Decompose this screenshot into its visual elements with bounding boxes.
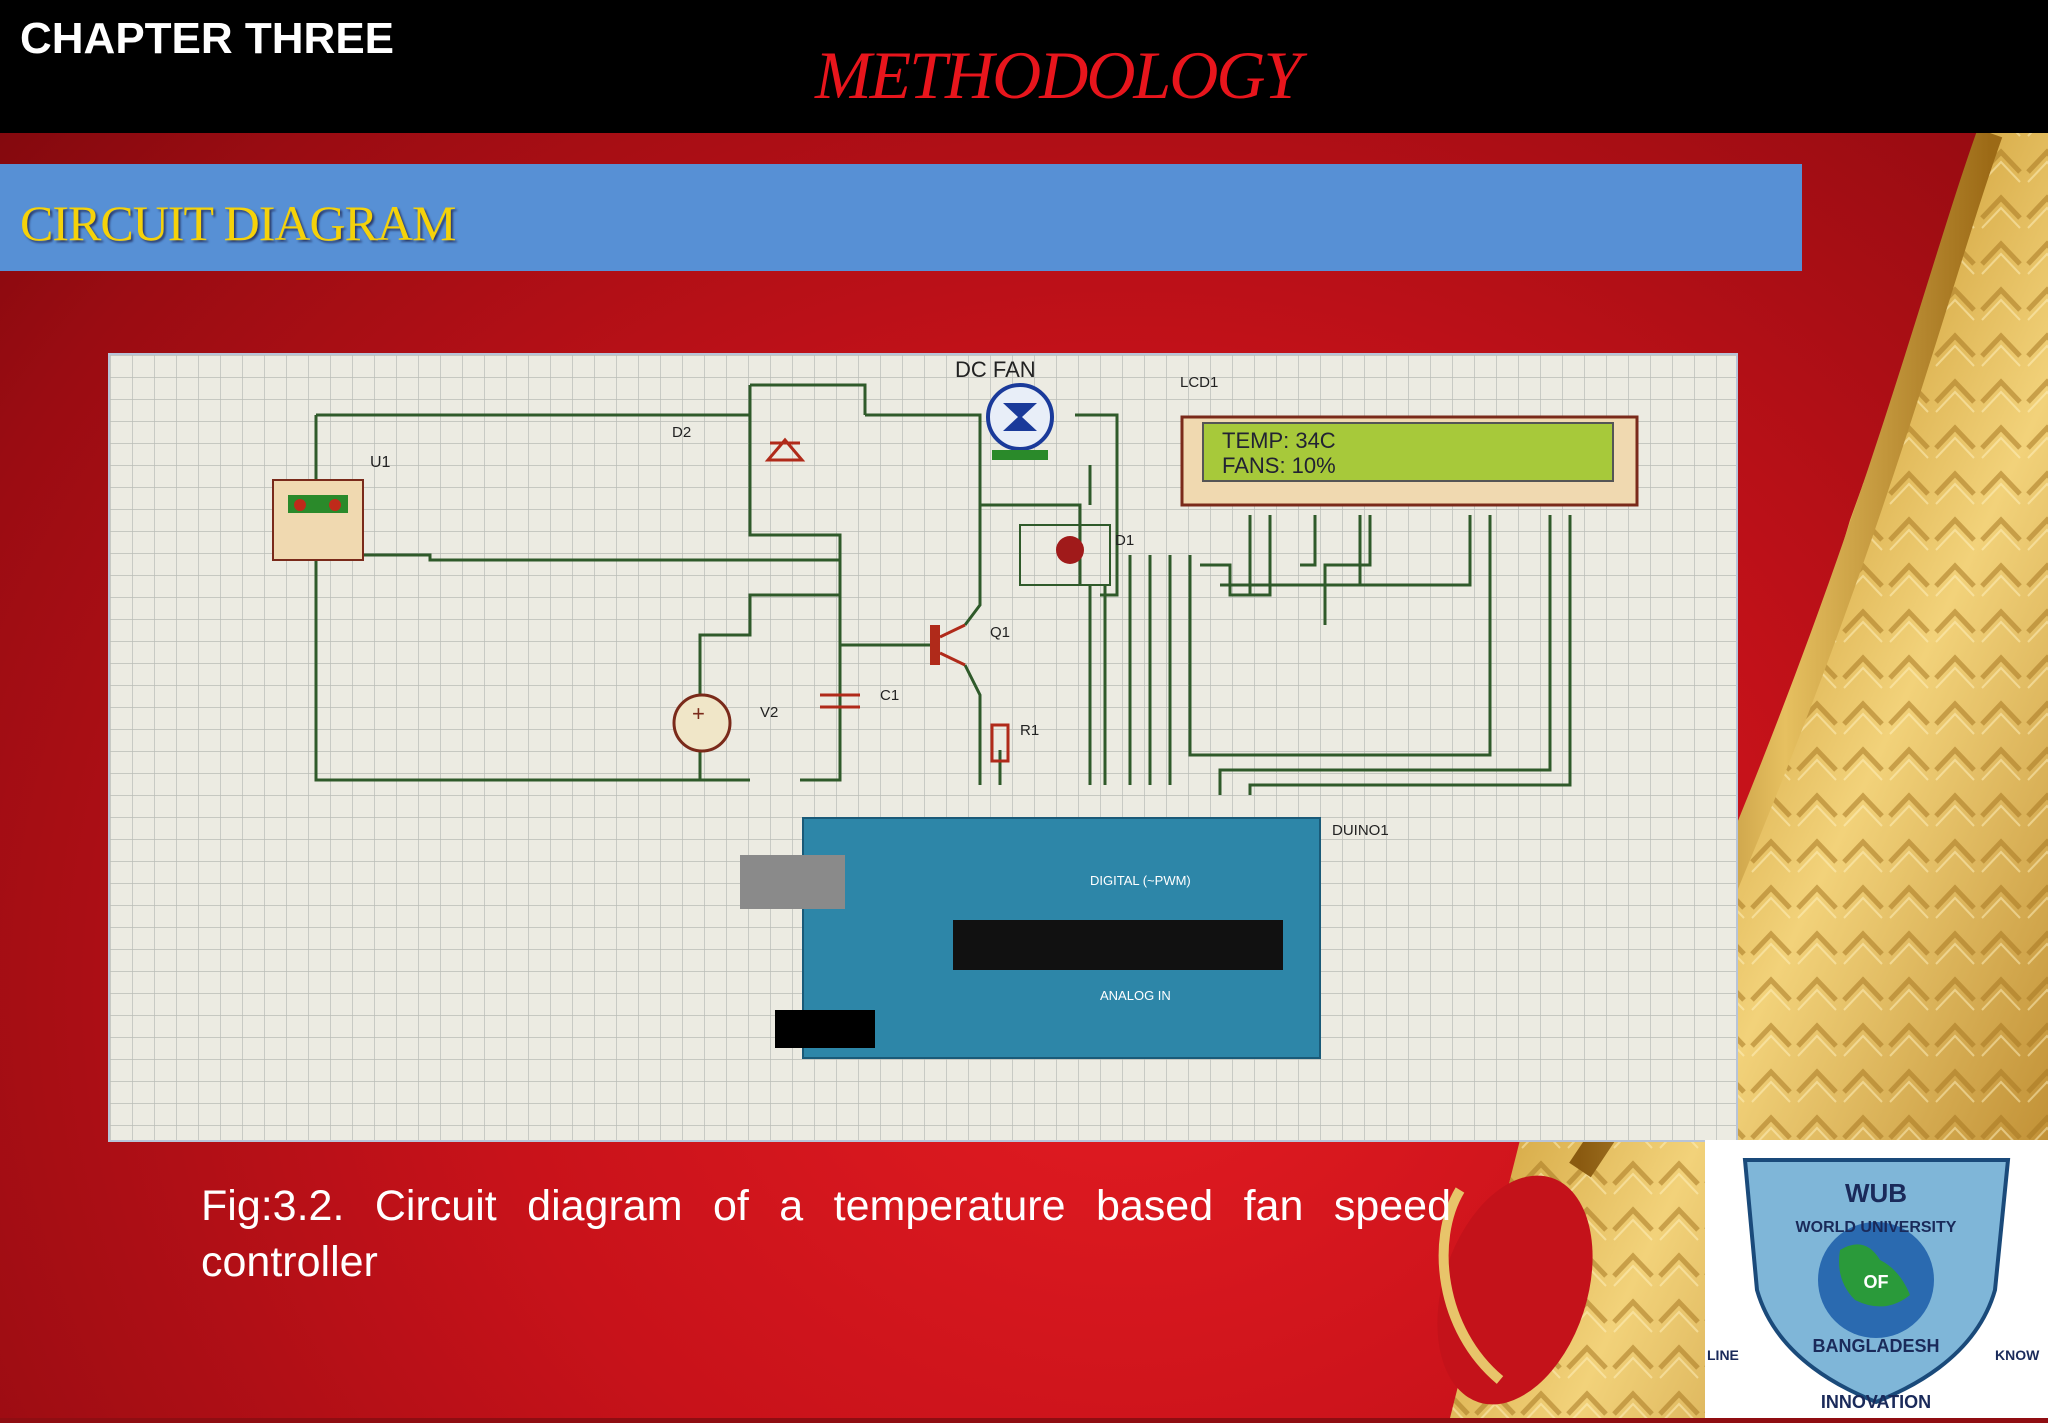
fan-label: DC FAN <box>955 357 1036 382</box>
circuit-diagram: U1 D2 DC FAN D1 Q1 <box>108 353 1738 1142</box>
figure-caption: Fig:3.2. Circuit diagram of a temperatur… <box>201 1182 1451 1286</box>
d1-label: D1 <box>1115 532 1134 549</box>
svg-text:+: + <box>692 701 705 726</box>
q1-transistor: Q1 <box>930 623 1010 667</box>
slide-title: METHODOLOGY <box>815 37 1301 113</box>
logo-top-text: WUB <box>1845 1178 1907 1208</box>
logo-of-text: OF <box>1864 1272 1889 1292</box>
logo-country-text: BANGLADESH <box>1812 1336 1939 1356</box>
u1-sensor: U1 <box>272 454 391 561</box>
dc-fan: DC FAN <box>955 357 1054 460</box>
section-bar <box>0 164 1802 271</box>
lcd-line2: FANS: 10% <box>1222 453 1336 478</box>
u1-label: U1 <box>370 454 391 471</box>
r1-label: R1 <box>1020 722 1039 739</box>
lcd-display: LCD1 TEMP: 34C FANS: 10% <box>1180 374 1639 507</box>
lcd-label: LCD1 <box>1180 374 1218 391</box>
logo-left-text: LINE <box>1707 1347 1739 1363</box>
v2-label: V2 <box>760 704 778 721</box>
logo-right-text: KNOW <box>1995 1347 2040 1363</box>
d2-diode: D2 <box>672 424 806 462</box>
r1-resistor: R1 <box>990 722 1039 763</box>
digital-label: DIGITAL (~PWM) <box>1090 873 1191 888</box>
header-bar <box>0 0 2048 133</box>
analog-label: ANALOG IN <box>1100 988 1171 1003</box>
v2-source: + V2 <box>672 693 778 753</box>
c1-label: C1 <box>880 687 899 704</box>
university-logo: WUB WORLD UNIVERSITY OF BANGLADESH INNOV… <box>1705 1140 2048 1418</box>
arduino-label: DUINO1 <box>1332 822 1389 839</box>
logo-arc-text: WORLD UNIVERSITY <box>1796 1219 1957 1236</box>
chapter-label: CHAPTER THREE <box>20 14 395 63</box>
logo-bottom-text: INNOVATION <box>1821 1392 1931 1412</box>
section-title: CIRCUIT DIAGRAM <box>20 195 456 251</box>
wub-logo-mark: WUB WORLD UNIVERSITY OF BANGLADESH INNOV… <box>1707 1158 2040 1412</box>
d1-led: D1 <box>1019 524 1134 586</box>
c1-capacitor: C1 <box>820 687 899 709</box>
arduino-board: DIGITAL (~PWM) ANALOG IN DUINO1 <box>740 817 1389 1059</box>
circuit-wires <box>314 383 1572 795</box>
d2-label: D2 <box>672 424 691 441</box>
lcd-line1: TEMP: 34C <box>1222 428 1336 453</box>
q1-label: Q1 <box>990 624 1010 641</box>
circuit-schematic: U1 D2 DC FAN D1 Q1 <box>110 355 1736 1140</box>
